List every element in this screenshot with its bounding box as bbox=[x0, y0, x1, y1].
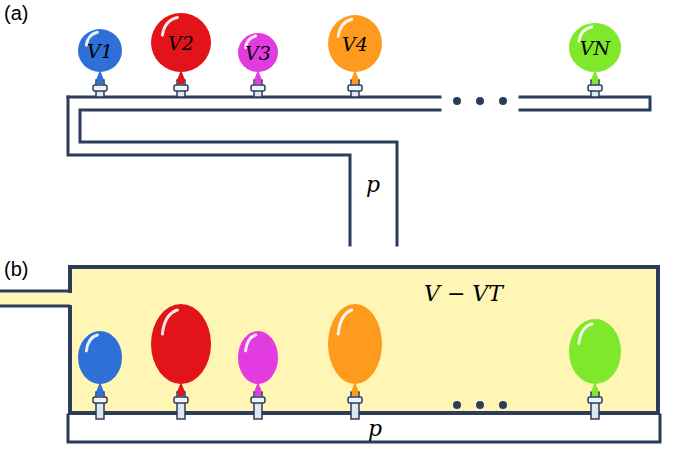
chamber-box: V − VT bbox=[68, 265, 660, 415]
volume-label: V4 bbox=[342, 33, 368, 55]
panel-label: (b) bbox=[4, 258, 28, 281]
balloon: VN bbox=[568, 22, 622, 80]
balloon: V3 bbox=[237, 32, 279, 80]
volume-label: V3 bbox=[245, 42, 271, 64]
volume-label: V − VT bbox=[424, 281, 503, 306]
balloon: V1 bbox=[77, 28, 123, 80]
panel-label: (a) bbox=[4, 2, 28, 25]
balloon: V2 bbox=[150, 12, 212, 80]
volume-label: V2 bbox=[168, 32, 194, 54]
pressure-label: p bbox=[366, 172, 380, 197]
balloon: V4 bbox=[327, 14, 383, 80]
volume-label: V1 bbox=[87, 40, 113, 62]
pressure-label: p bbox=[368, 416, 382, 441]
volume-label: VN bbox=[580, 37, 610, 59]
